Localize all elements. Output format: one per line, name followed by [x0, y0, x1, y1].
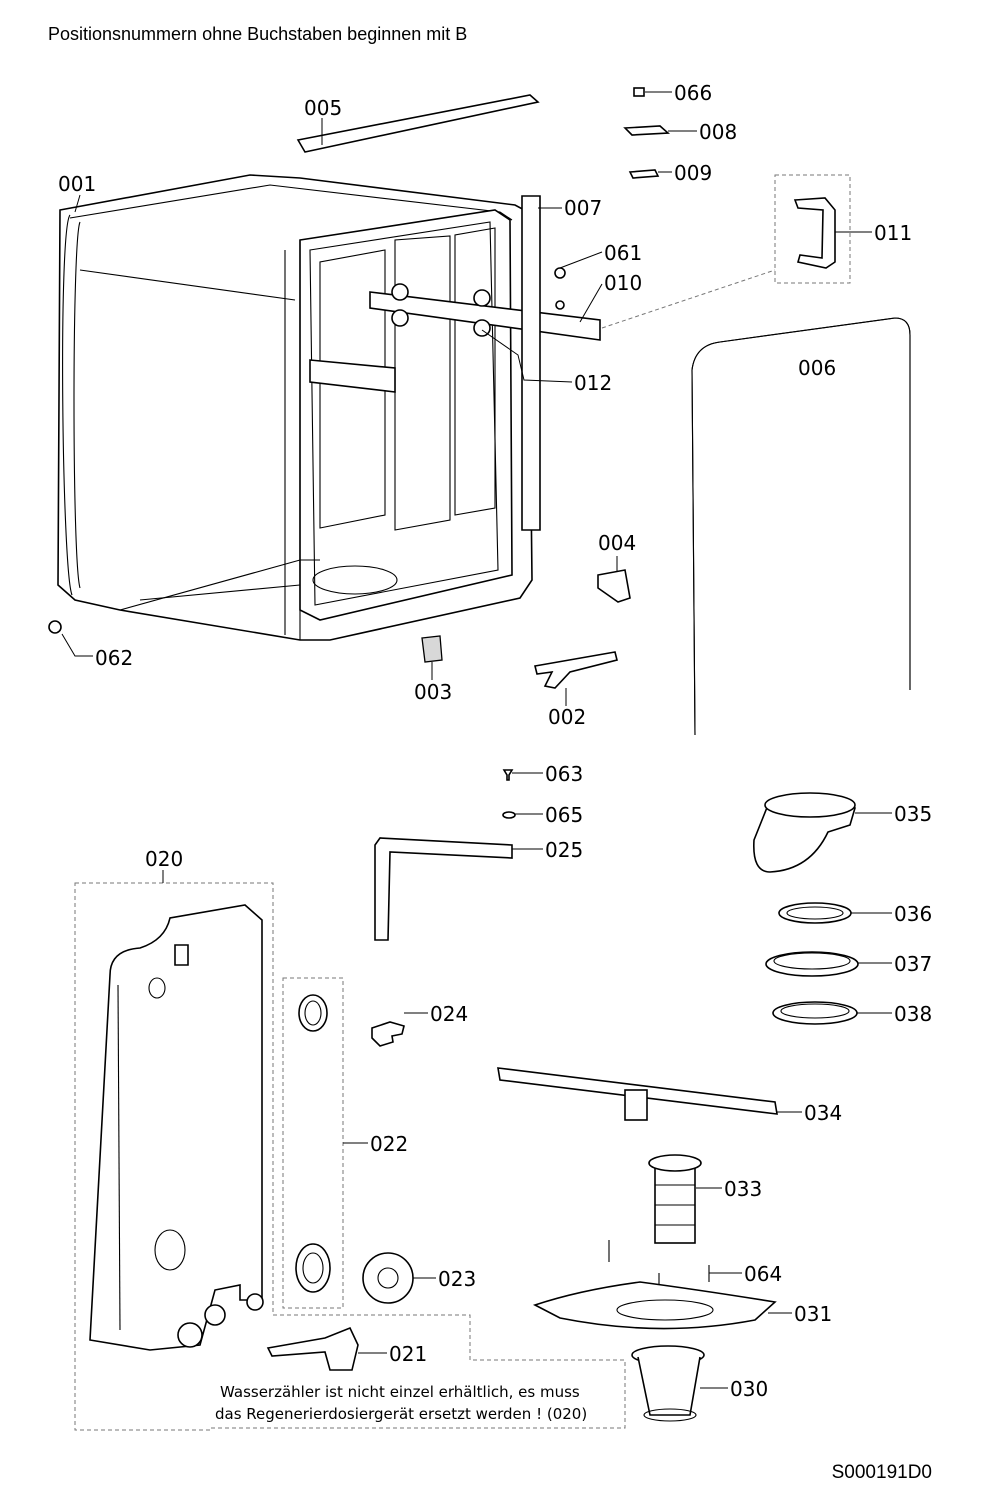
part-004-drawing — [597, 569, 631, 603]
label-064: 064 — [744, 1262, 782, 1286]
gasket-006-drawing — [691, 317, 911, 736]
drawing-code: S000191D0 — [831, 1462, 932, 1483]
label-010: 010 — [604, 271, 642, 295]
label-004: 004 — [598, 531, 636, 555]
label-020: 020 — [145, 847, 183, 871]
leader-lines — [61, 91, 892, 1389]
label-006: 006 — [798, 356, 836, 380]
label-065: 065 — [545, 803, 583, 827]
part-020-drawing — [74, 882, 626, 1431]
label-031: 031 — [794, 1302, 832, 1326]
part-036-drawing — [778, 902, 852, 924]
label-061: 061 — [604, 241, 642, 265]
label-003: 003 — [414, 680, 452, 704]
part-022-drawing — [298, 994, 328, 1032]
note-line-1: Wasserzähler ist nicht einzel erhältlich… — [220, 1383, 580, 1401]
part-003-drawing — [421, 635, 443, 663]
part-030-drawing — [631, 1345, 705, 1422]
part-066-drawing — [633, 87, 645, 97]
label-022: 022 — [370, 1132, 408, 1156]
label-038: 038 — [894, 1002, 932, 1026]
part-037-drawing — [765, 951, 859, 977]
header-note: Positionsnummern ohne Buchstaben beginne… — [48, 24, 468, 44]
label-025: 025 — [545, 838, 583, 862]
label-033: 033 — [724, 1177, 762, 1201]
label-062: 062 — [95, 646, 133, 670]
label-035: 035 — [894, 802, 932, 826]
label-023: 023 — [438, 1267, 476, 1291]
label-063: 063 — [545, 762, 583, 786]
label-007: 007 — [564, 196, 602, 220]
label-034: 034 — [804, 1101, 842, 1125]
label-024: 024 — [430, 1002, 468, 1026]
label-030: 030 — [730, 1377, 768, 1401]
part-062-drawing — [48, 620, 62, 634]
part-024-drawing — [371, 1021, 405, 1047]
part-063-drawing — [502, 769, 514, 781]
part-labels: 001 002 003 004 005 006 007 008 009 010 … — [58, 81, 932, 1401]
part-008-drawing — [623, 125, 671, 136]
part-011-drawing — [793, 197, 836, 269]
label-002: 002 — [548, 705, 586, 729]
label-036: 036 — [894, 902, 932, 926]
note-line-2: das Regenerierdosiergerät ersetzt werden… — [215, 1405, 587, 1423]
part-021-drawing — [266, 1326, 359, 1371]
part-002-drawing — [534, 651, 618, 689]
label-008: 008 — [699, 120, 737, 144]
label-005: 005 — [304, 96, 342, 120]
label-011: 011 — [874, 221, 912, 245]
label-037: 037 — [894, 952, 932, 976]
part-009-drawing — [628, 169, 660, 179]
part-061-drawing — [554, 267, 566, 279]
part-023-drawing — [362, 1252, 414, 1304]
part-038-drawing — [772, 1001, 858, 1025]
label-009: 009 — [674, 161, 712, 185]
part-065-drawing — [502, 811, 516, 819]
part-025-drawing — [374, 837, 513, 941]
label-012: 012 — [574, 371, 612, 395]
label-021: 021 — [389, 1342, 427, 1366]
part-033-drawing — [648, 1154, 702, 1244]
label-066: 066 — [674, 81, 712, 105]
tub-drawing — [57, 174, 601, 641]
part-031-drawing — [532, 1281, 777, 1330]
rail-005-drawing — [296, 94, 540, 153]
label-001: 001 — [58, 172, 96, 196]
